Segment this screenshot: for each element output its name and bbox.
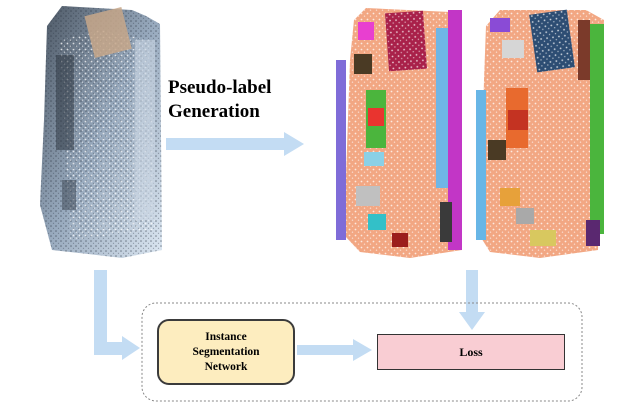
arrow-generation [166, 132, 304, 156]
input-point-cloud [40, 6, 162, 258]
arrow-input-to-network [94, 270, 140, 360]
loss-box: Loss [377, 334, 565, 370]
network-label-line2: Segmentation [192, 345, 260, 358]
arrow-labels-to-loss [459, 270, 485, 330]
training-box [141, 302, 583, 402]
stage-label-line1: Pseudo-label [168, 77, 272, 98]
arrow-network-to-loss [297, 339, 372, 361]
loss-label: Loss [459, 344, 483, 359]
network-label-line3: Network [204, 360, 248, 373]
stage-label-line2: Generation [168, 101, 260, 122]
ground-truth-cloud [476, 9, 604, 258]
network-label-line1: Instance [205, 330, 247, 343]
segmentation-network-box: Instance Segmentation Network [157, 319, 295, 385]
stage-label: Pseudo-label Generation [168, 76, 271, 124]
pseudo-label-cloud [336, 8, 462, 258]
